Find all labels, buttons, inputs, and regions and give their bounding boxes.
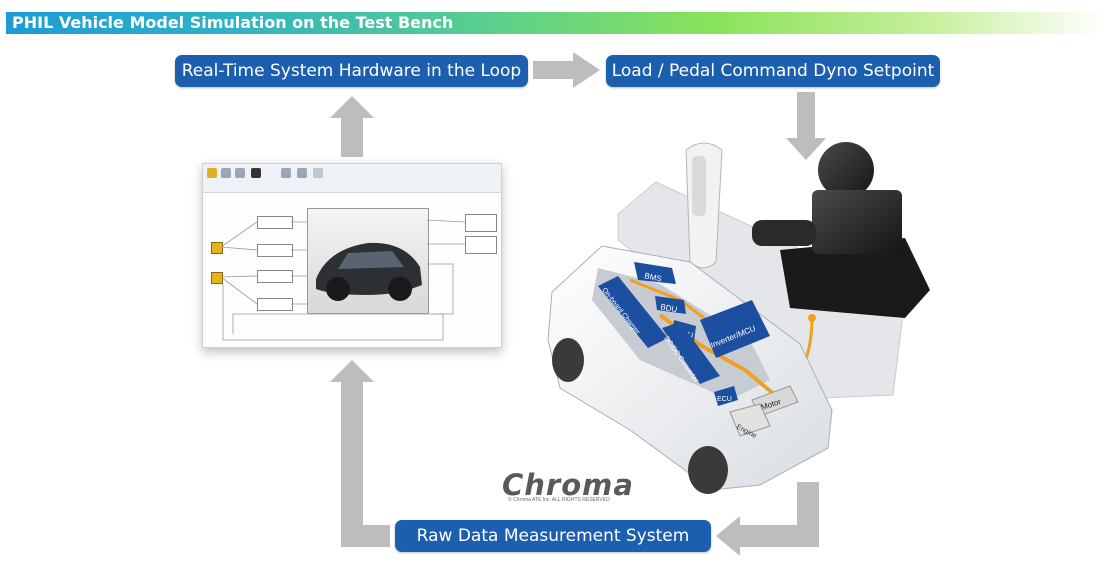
software-toolbar bbox=[203, 164, 501, 193]
copyright-text: © Chroma ATE Inc. ALL RIGHTS RESERVED bbox=[508, 497, 610, 503]
car-wheel-rear bbox=[552, 338, 584, 382]
node-raw-data-measurement: Raw Data Measurement System bbox=[395, 520, 711, 552]
dyno-roller bbox=[818, 142, 874, 198]
dyno-body bbox=[812, 190, 902, 254]
component-ecu: ECU bbox=[714, 386, 738, 406]
arrow-right-realtime-to-load bbox=[533, 52, 600, 88]
arrow-up-to-realtime bbox=[330, 96, 374, 157]
scope-block-2 bbox=[465, 236, 497, 254]
component-inverter: Inverter/MCU bbox=[700, 300, 770, 358]
view-icon bbox=[313, 168, 323, 178]
svg-text:ECU: ECU bbox=[717, 396, 732, 403]
simulation-software-screenshot bbox=[202, 163, 502, 348]
car-photo-block bbox=[307, 208, 429, 314]
car-wheel-front bbox=[688, 446, 728, 494]
chroma-logo: Chroma bbox=[502, 468, 634, 502]
model-block-4 bbox=[257, 298, 293, 311]
component-bms: BMS bbox=[634, 262, 676, 284]
signal-wires bbox=[220, 219, 466, 341]
settings-icon bbox=[281, 168, 291, 178]
arrow-into-raw bbox=[716, 482, 819, 556]
node-load-pedal-dyno: Load / Pedal Command Dyno Setpoint bbox=[606, 55, 940, 87]
component-bdu: BDU bbox=[655, 296, 686, 315]
car-photo-icon bbox=[316, 242, 422, 301]
dyno-base bbox=[780, 238, 930, 318]
save-icon bbox=[235, 168, 245, 178]
header-bar bbox=[6, 12, 1103, 34]
new-icon bbox=[207, 168, 217, 178]
model-block-1 bbox=[257, 216, 293, 229]
open-icon bbox=[221, 168, 231, 178]
model-block-2 bbox=[257, 244, 293, 257]
component-engine: Engine bbox=[729, 403, 771, 440]
page-title: PHIL Vehicle Model Simulation on the Tes… bbox=[12, 13, 454, 32]
scope-block-1 bbox=[465, 214, 497, 232]
run-icon bbox=[251, 168, 261, 178]
tools-icon bbox=[297, 168, 307, 178]
source-block-1 bbox=[211, 242, 223, 254]
arrow-up-from-raw bbox=[330, 360, 374, 547]
svg-text:BDU: BDU bbox=[660, 302, 679, 314]
svg-text:BMS: BMS bbox=[644, 271, 663, 283]
node-realtime-hil: Real-Time System Hardware in the Loop bbox=[175, 55, 528, 87]
model-block-3 bbox=[257, 270, 293, 283]
arrow-loop-bottom-left bbox=[341, 525, 390, 547]
arrow-down-to-dyno bbox=[786, 92, 826, 160]
